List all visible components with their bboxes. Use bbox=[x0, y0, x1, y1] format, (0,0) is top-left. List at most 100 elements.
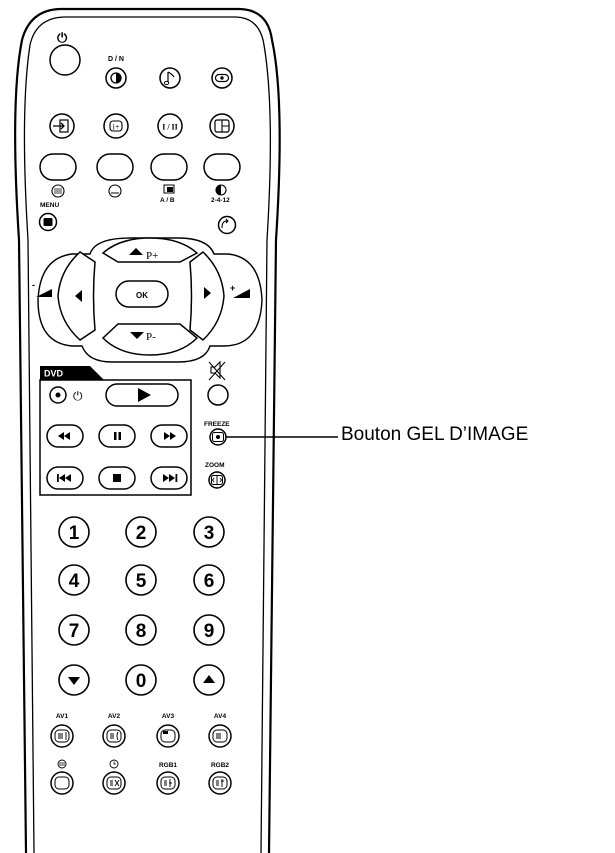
teletext-mix-button[interactable] bbox=[50, 771, 74, 795]
volume-down-button[interactable] bbox=[57, 251, 96, 341]
menu-label: MENU bbox=[40, 202, 59, 209]
digit-8-button[interactable] bbox=[125, 614, 157, 646]
digit-9-button[interactable] bbox=[193, 614, 225, 646]
digit-4-label: 4 bbox=[69, 571, 80, 592]
format-button[interactable] bbox=[209, 113, 235, 139]
dvd-label: DVD bbox=[44, 369, 64, 379]
digit-7-button[interactable] bbox=[58, 614, 90, 646]
play-button[interactable] bbox=[105, 383, 179, 407]
input-button[interactable] bbox=[49, 113, 75, 139]
skip-next-button[interactable] bbox=[150, 466, 188, 490]
av4-button[interactable] bbox=[208, 724, 232, 748]
menu-icon bbox=[43, 218, 53, 226]
av3-button[interactable] bbox=[156, 724, 180, 748]
digit-8-label: 8 bbox=[136, 621, 147, 642]
rgb1-label: RGB1 bbox=[159, 762, 177, 769]
program-up-button[interactable] bbox=[101, 237, 199, 263]
digit-7-label: 7 bbox=[69, 621, 80, 642]
zoom-button[interactable] bbox=[208, 471, 226, 489]
channel-down-button[interactable] bbox=[58, 664, 90, 696]
digit-0-button[interactable] bbox=[125, 664, 157, 696]
page-button[interactable] bbox=[203, 153, 241, 181]
stop-button[interactable] bbox=[98, 466, 136, 490]
rgb2-button[interactable] bbox=[208, 771, 232, 795]
digit-2-button[interactable] bbox=[125, 516, 157, 548]
power-label: ⏻ bbox=[57, 30, 68, 45]
arrow-up-icon bbox=[129, 248, 143, 255]
freeze-button[interactable] bbox=[209, 428, 227, 446]
freeze-callout-label: Bouton GEL D’IMAGE bbox=[341, 424, 529, 445]
program-up-label: P+ bbox=[146, 250, 158, 262]
subtitle-icon bbox=[108, 184, 122, 198]
picture-in-picture-icon bbox=[163, 184, 175, 194]
channel-up-button[interactable] bbox=[193, 664, 225, 696]
digit-5-button[interactable] bbox=[125, 564, 157, 596]
rgb1-button[interactable] bbox=[156, 771, 180, 795]
fast-forward-icon bbox=[164, 432, 176, 440]
skip-previous-icon bbox=[57, 474, 71, 482]
volume-plus-label: + bbox=[230, 283, 235, 293]
volume-plus-ramp bbox=[233, 289, 250, 298]
digit-4-button[interactable] bbox=[58, 564, 90, 596]
info-icon: i+ bbox=[109, 120, 123, 132]
swap-icon bbox=[221, 218, 229, 229]
remote-body-inner bbox=[23, 16, 272, 853]
arrow-right-icon bbox=[204, 287, 211, 299]
timer-button[interactable] bbox=[102, 771, 126, 795]
zoom-icon bbox=[211, 475, 223, 485]
fast-forward-button[interactable] bbox=[150, 424, 188, 448]
arrow-down-icon bbox=[130, 332, 144, 339]
teletext-icon bbox=[51, 184, 65, 198]
digit-1-button[interactable] bbox=[58, 516, 90, 548]
av2-button[interactable] bbox=[102, 724, 126, 748]
menu-button[interactable] bbox=[38, 212, 58, 232]
format-icon bbox=[214, 119, 230, 133]
volume-up-button[interactable] bbox=[189, 251, 225, 341]
digit-6-button[interactable] bbox=[193, 564, 225, 596]
pause-button[interactable] bbox=[98, 424, 136, 448]
surround-icon bbox=[214, 73, 230, 83]
teletext-button[interactable] bbox=[39, 153, 77, 181]
swap-button[interactable] bbox=[217, 215, 237, 235]
record-button[interactable] bbox=[49, 386, 67, 404]
skip-next-icon bbox=[163, 474, 178, 482]
subtitle-button[interactable] bbox=[96, 153, 134, 181]
rewind-icon bbox=[58, 432, 70, 440]
play-icon bbox=[138, 388, 151, 402]
ab-label: A / B bbox=[160, 197, 175, 204]
ok-label: OK bbox=[136, 291, 148, 300]
ab-button[interactable] bbox=[150, 153, 188, 181]
page-label: 2-4-12 bbox=[211, 197, 230, 204]
dvd-panel bbox=[39, 379, 192, 496]
digit-2-label: 2 bbox=[136, 523, 147, 544]
mute-icon bbox=[208, 360, 226, 381]
sound-mode-button[interactable] bbox=[159, 67, 181, 89]
digit-5-label: 5 bbox=[136, 571, 147, 592]
surround-button[interactable] bbox=[211, 67, 233, 89]
arrow-left-icon bbox=[75, 290, 82, 302]
digit-3-button[interactable] bbox=[193, 516, 225, 548]
dual-sound-button[interactable]: I / II bbox=[157, 113, 183, 139]
power-button[interactable] bbox=[49, 44, 81, 76]
contrast-button[interactable] bbox=[105, 67, 127, 89]
freeze-icon bbox=[212, 432, 224, 442]
rgb2-label: RGB2 bbox=[211, 762, 229, 769]
skip-previous-button[interactable] bbox=[46, 466, 84, 490]
remote-body-outer bbox=[14, 7, 281, 853]
digit-6-label: 6 bbox=[204, 571, 215, 592]
music-note-icon bbox=[163, 71, 175, 86]
rewind-button[interactable] bbox=[46, 424, 84, 448]
info-button[interactable]: i+ bbox=[103, 113, 129, 139]
av4-label: AV4 bbox=[214, 713, 227, 720]
dvd-tab bbox=[40, 366, 104, 380]
record-icon bbox=[55, 392, 61, 398]
av1-button[interactable] bbox=[50, 724, 74, 748]
mute-button[interactable] bbox=[207, 384, 229, 406]
ok-button[interactable] bbox=[115, 280, 169, 308]
program-down-button[interactable] bbox=[101, 323, 199, 356]
av1-label: AV1 bbox=[56, 713, 69, 720]
clock-icon bbox=[109, 759, 119, 769]
half-page-icon bbox=[215, 184, 227, 196]
dual-sound-icon: I / II bbox=[162, 123, 178, 132]
